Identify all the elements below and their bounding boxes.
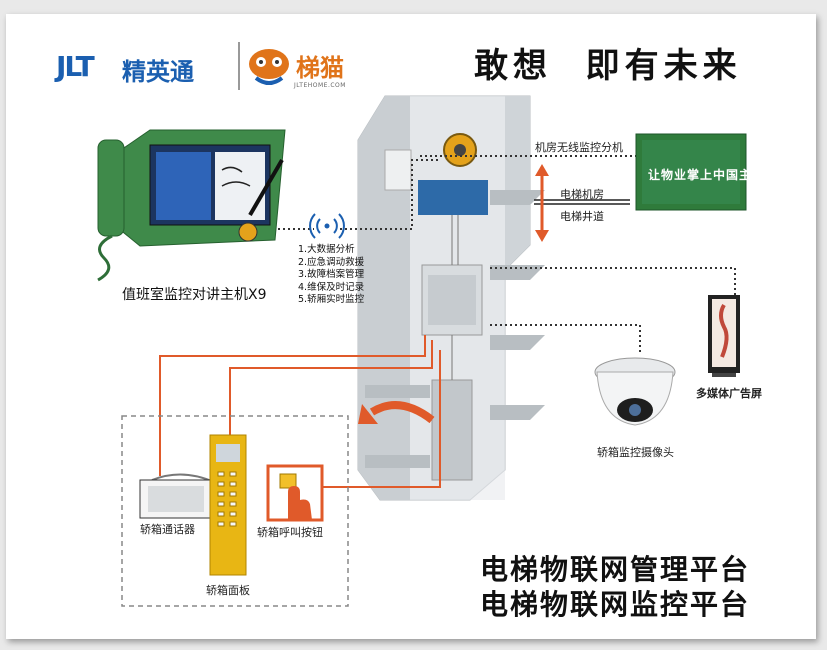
machine-room-label: 电梯机房: [560, 188, 604, 201]
feature-list: 1.大数据分析 2.应急调动救援 3.故障档案管理 4.维保及时记录 5.轿厢实…: [298, 244, 364, 307]
camera-label: 轿箱监控摄像头: [597, 446, 674, 459]
elevator-shaft: [357, 95, 545, 501]
shaft-label: 电梯井道: [560, 210, 604, 223]
host-intercom-label: 值班室监控对讲主机X9: [122, 287, 267, 303]
machine-room-monitor-label: 机房无线监控分机: [535, 141, 623, 154]
machine-room-monitor-device: [635, 133, 747, 211]
cat-logo-url: JLTEHOME.COM: [294, 82, 346, 89]
car-intercom-device: [139, 473, 215, 519]
host-intercom-device: [97, 129, 286, 282]
feature-item: 5.轿厢实时监控: [298, 294, 365, 305]
dome-camera-icon: [594, 357, 676, 426]
feature-item: 2.应急调动救援: [298, 256, 365, 268]
feature-item: 1.大数据分析: [298, 244, 355, 255]
slogan: 敢想 即有未来: [474, 46, 742, 86]
machine-room-shaft-arrow: [535, 164, 549, 242]
ad-screen-label: 多媒体广告屏: [696, 387, 762, 400]
wireless-signal-icon: [309, 213, 345, 239]
platform-title-management: 电梯物联网管理平台: [480, 553, 751, 586]
logo-divider: [238, 42, 240, 90]
feature-item: 3.故障档案管理: [298, 269, 365, 280]
call-button-hand-icon: [266, 464, 324, 522]
cat-mascot-icon: [249, 49, 289, 85]
cat-logo-name: 梯猫: [296, 54, 344, 82]
machine-monitor-screen-text: 让物业掌上中国主: [648, 168, 753, 182]
call-button-label: 轿箱呼叫按钮: [257, 526, 323, 539]
phone-handset-icon: [97, 139, 125, 237]
ad-screen-device: [708, 295, 740, 377]
panel-label: 轿箱面板: [206, 584, 250, 597]
platform-title-monitoring: 电梯物联网监控平台: [480, 588, 751, 621]
car-equipment-arrow: [358, 401, 435, 424]
car-equipment-group: [121, 415, 349, 607]
intercom-label: 轿箱通话器: [140, 523, 195, 536]
jlt-logo-chinese: 精英通: [122, 58, 194, 86]
feature-item: 4.维保及时记录: [298, 281, 365, 293]
jlt-logo: JLT: [56, 50, 95, 83]
car-panel-device: [209, 434, 247, 576]
